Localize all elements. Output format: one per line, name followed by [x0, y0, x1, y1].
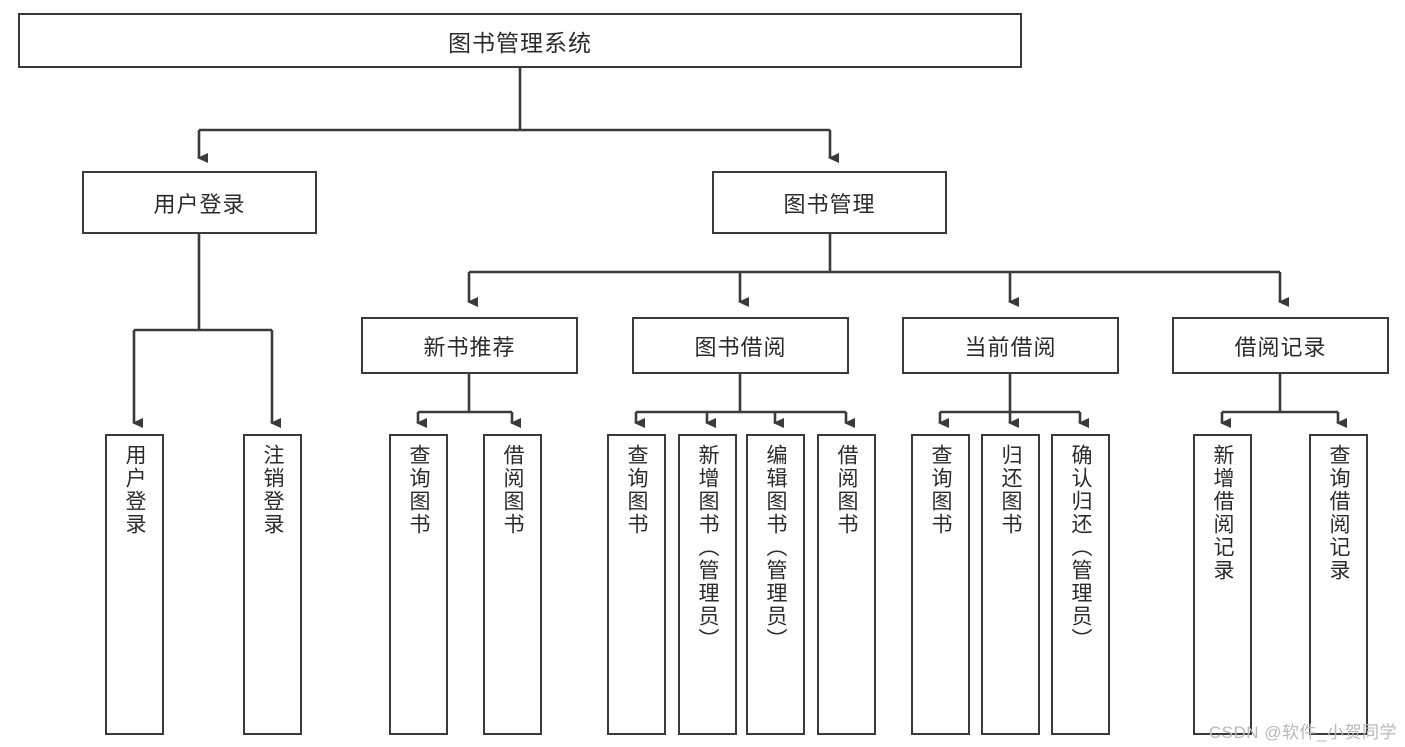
- node-label: 用户登录: [123, 444, 146, 536]
- node-label: 借阅记录: [1234, 334, 1327, 360]
- node-label: 新增图书（管理员）: [696, 444, 719, 651]
- node-leaf-query-book-3[interactable]: 查询图书: [911, 434, 970, 735]
- node-label: 查询图书: [929, 444, 952, 536]
- node-label: 查询图书: [625, 444, 648, 536]
- node-leaf-user-login[interactable]: 用户登录: [105, 434, 164, 735]
- node-label: 确认归还（管理员）: [1069, 444, 1092, 651]
- node-label: 归还图书: [999, 444, 1022, 536]
- node-leaf-query-book-1[interactable]: 查询图书: [389, 434, 448, 735]
- node-leaf-borrow-book-2[interactable]: 借阅图书: [817, 434, 876, 735]
- node-label: 注销登录: [261, 444, 284, 536]
- node-label: 图书管理系统: [448, 29, 592, 56]
- node-root-system[interactable]: 图书管理系统: [18, 13, 1022, 68]
- node-label: 图书管理: [783, 191, 876, 217]
- node-leaf-add-record[interactable]: 新增借阅记录: [1193, 434, 1252, 735]
- node-book-borrow[interactable]: 图书借阅: [632, 317, 849, 374]
- csdn-watermark: CSDN @软件_小贺同学: [1208, 723, 1397, 742]
- node-leaf-query-book-2[interactable]: 查询图书: [607, 434, 666, 735]
- node-label: 借阅图书: [501, 444, 524, 536]
- node-new-book-recommend[interactable]: 新书推荐: [361, 317, 578, 374]
- node-label: 当前借阅: [964, 334, 1057, 360]
- node-leaf-logout-login[interactable]: 注销登录: [243, 434, 302, 735]
- node-label: 用户登录: [153, 191, 246, 217]
- node-label: 编辑图书（管理员）: [764, 444, 787, 651]
- node-label: 查询借阅记录: [1327, 444, 1350, 582]
- node-leaf-edit-book[interactable]: 编辑图书（管理员）: [746, 434, 805, 735]
- node-current-borrow[interactable]: 当前借阅: [902, 317, 1119, 374]
- node-label: 新增借阅记录: [1211, 444, 1234, 582]
- node-book-manage[interactable]: 图书管理: [712, 171, 947, 234]
- node-borrow-record[interactable]: 借阅记录: [1172, 317, 1389, 374]
- node-leaf-confirm-return[interactable]: 确认归还（管理员）: [1051, 434, 1110, 735]
- node-label: 新书推荐: [423, 334, 516, 360]
- node-label: 查询图书: [407, 444, 430, 536]
- node-leaf-borrow-book-1[interactable]: 借阅图书: [483, 434, 542, 735]
- node-user-login[interactable]: 用户登录: [82, 171, 317, 234]
- node-leaf-add-book[interactable]: 新增图书（管理员）: [678, 434, 737, 735]
- node-label: 借阅图书: [835, 444, 858, 536]
- node-leaf-query-record[interactable]: 查询借阅记录: [1309, 434, 1368, 735]
- node-label: 图书借阅: [694, 334, 787, 360]
- node-leaf-return-book[interactable]: 归还图书: [981, 434, 1040, 735]
